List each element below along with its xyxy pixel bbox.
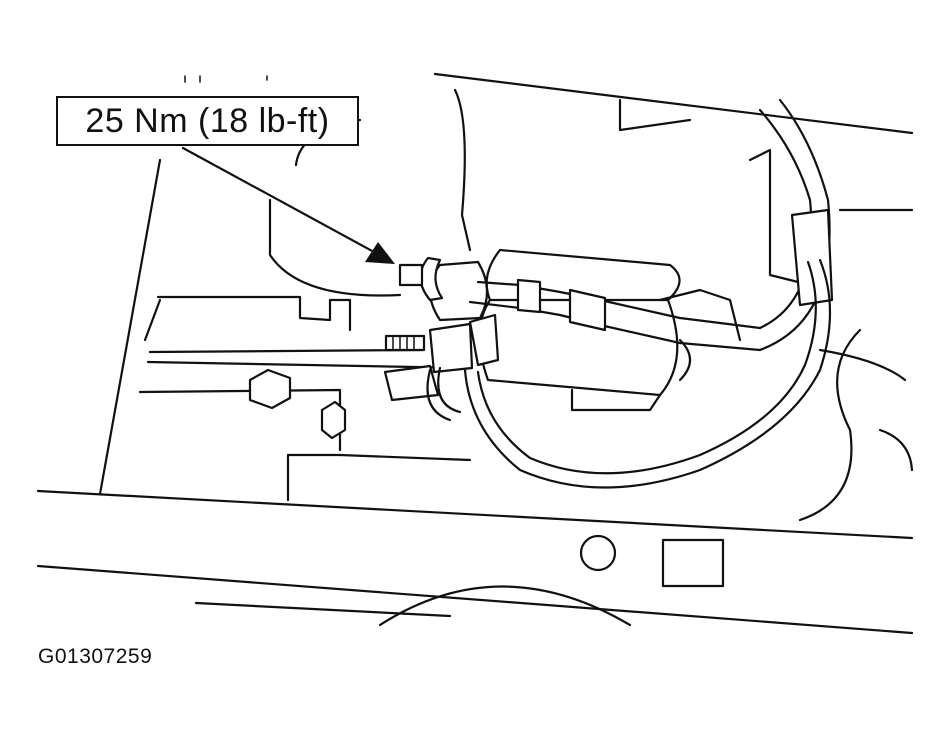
engine-block	[98, 72, 914, 522]
cable-boot	[790, 208, 834, 307]
mounting-bolt-lower	[320, 400, 347, 440]
cable-sleeve-2	[568, 288, 607, 332]
frame-hole	[579, 534, 617, 572]
frame-slot	[661, 538, 725, 588]
mounting-bolt	[248, 368, 292, 410]
frame-rail	[36, 489, 914, 635]
figure-id: G01307259	[38, 645, 153, 668]
starter-motor	[478, 248, 742, 412]
solenoid	[383, 256, 500, 402]
leader-arrow	[181, 146, 395, 264]
torque-spec-label: 25 Nm (18 lb-ft)	[56, 96, 359, 146]
bracket	[138, 295, 472, 502]
cable-sleeve	[516, 278, 542, 314]
battery-terminal-stud	[384, 334, 426, 352]
sender-terminal	[398, 263, 424, 287]
cables	[426, 98, 834, 489]
